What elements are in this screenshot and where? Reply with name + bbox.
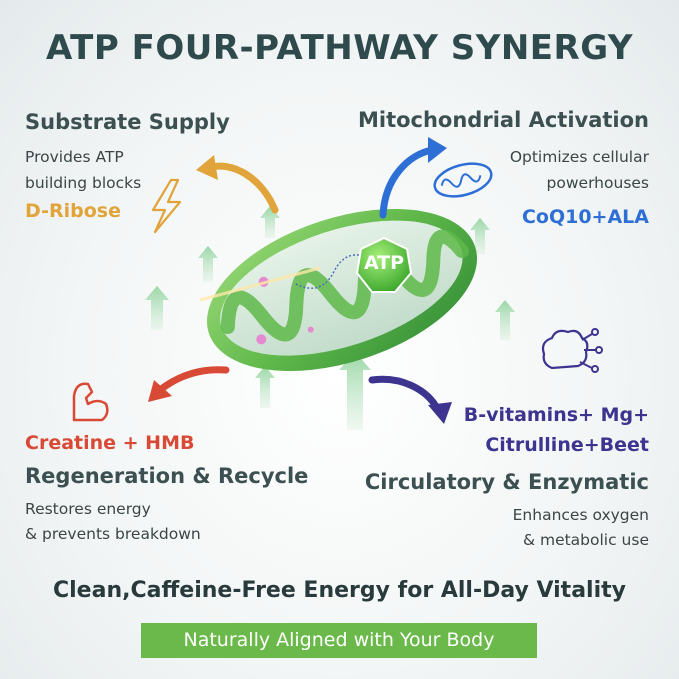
substrate-ingredient: D-Ribose xyxy=(25,200,122,222)
circ-heading: Circulatory & Enzymatic xyxy=(364,470,649,494)
circ-ingredient-1: B-vitamins+ Mg+ xyxy=(463,404,649,426)
circ-desc-2: & metabolic use xyxy=(522,531,649,549)
arrow-to-substrate xyxy=(196,155,279,214)
arrow-to-mito xyxy=(379,137,447,219)
circ-desc-1: Enhances oxygen xyxy=(512,506,649,524)
mito-desc-2: powerhouses xyxy=(546,174,649,192)
atp-badge xyxy=(355,236,413,293)
substrate-desc-1: Provides ATP xyxy=(25,148,124,166)
substrate-desc-2: building blocks xyxy=(25,174,142,192)
muscle-arm-icon xyxy=(72,382,109,422)
substrate-heading: Substrate Supply xyxy=(25,110,230,134)
regen-desc-2: & prevents breakdown xyxy=(25,525,201,543)
arrow-to-circ xyxy=(368,375,452,424)
circ-ingredient-2: Citrulline+Beet xyxy=(485,434,649,456)
mitochondria-icon xyxy=(433,162,493,198)
regen-desc-1: Restores energy xyxy=(25,500,151,518)
bottom-banner: Naturally Aligned with Your Body xyxy=(141,623,537,658)
regen-ingredient: Creatine + HMB xyxy=(25,432,195,454)
upward-arrows xyxy=(145,206,515,430)
arrow-to-regen xyxy=(148,366,230,402)
mito-desc-1: Optimizes cellular xyxy=(509,148,649,166)
mitochondrion-illustration xyxy=(207,209,477,371)
mito-ingredient: CoQ10+ALA xyxy=(521,206,649,228)
page-title: ATP FOUR-PATHWAY SYNERGY xyxy=(45,28,633,68)
brain-circuit-icon xyxy=(541,328,603,373)
lightning-icon xyxy=(151,178,182,234)
light-streak xyxy=(199,266,321,302)
footer-tagline: Clean,Caffeine-Free Energy for All-Day V… xyxy=(53,578,626,603)
mito-heading: Mitochondrial Activation xyxy=(357,108,649,132)
atp-label: ATP xyxy=(363,252,405,274)
regen-heading: Regeneration & Recycle xyxy=(25,464,309,488)
